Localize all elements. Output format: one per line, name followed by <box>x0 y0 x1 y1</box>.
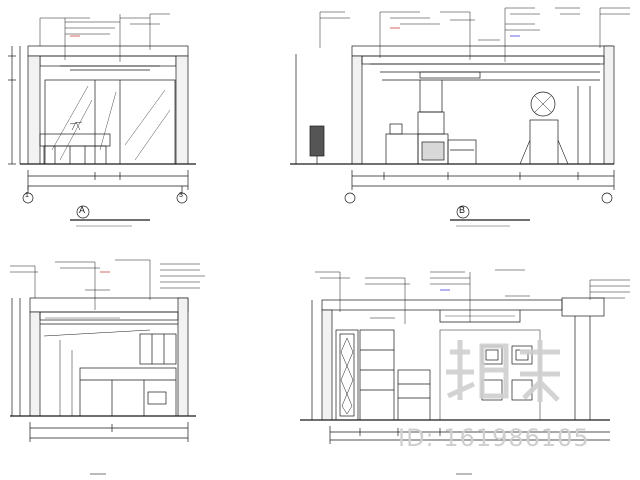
decorative-door-d <box>335 329 359 421</box>
axis-label-1: 1 <box>25 192 29 199</box>
ceiling-band-a <box>27 45 189 57</box>
wall-left-d <box>321 309 333 421</box>
wall-right-a <box>175 55 189 165</box>
elevation-panel-d <box>300 269 630 475</box>
panel-marker-a: A <box>79 205 86 215</box>
accent-marks <box>70 27 520 291</box>
picture-frame-2 <box>511 345 533 365</box>
axis-marker-b-right <box>601 192 613 204</box>
axis-label-3: 3 <box>179 192 183 199</box>
wall-right-c <box>177 297 189 417</box>
wall-right-b <box>603 45 615 165</box>
round-mirror-b <box>530 91 556 117</box>
picture-frame-1 <box>481 345 503 365</box>
annotation-labels-c <box>10 259 205 310</box>
counter-a <box>39 133 111 147</box>
annotation-labels-a <box>39 13 170 62</box>
wall-left-c <box>29 311 41 417</box>
annotation-labels-b <box>319 7 630 62</box>
elevation-panel-a <box>8 13 196 227</box>
wall-left-a <box>27 55 41 165</box>
watermark-id-text: ID: 161986105 <box>398 424 590 452</box>
elevation-panel-b <box>290 7 630 227</box>
cabinet-c <box>139 333 177 365</box>
axis-marker-3 <box>176 186 188 204</box>
wall-left-b <box>351 55 363 165</box>
panel-marker-b: B <box>459 205 466 215</box>
panel-title-a <box>70 205 150 227</box>
axis-marker-b-left <box>344 192 356 204</box>
panel-title-b <box>450 205 530 227</box>
range-hood-b <box>419 80 443 113</box>
elevation-panel-c <box>10 259 205 475</box>
watermark-logo <box>446 340 560 402</box>
axis-marker-1 <box>22 186 34 204</box>
